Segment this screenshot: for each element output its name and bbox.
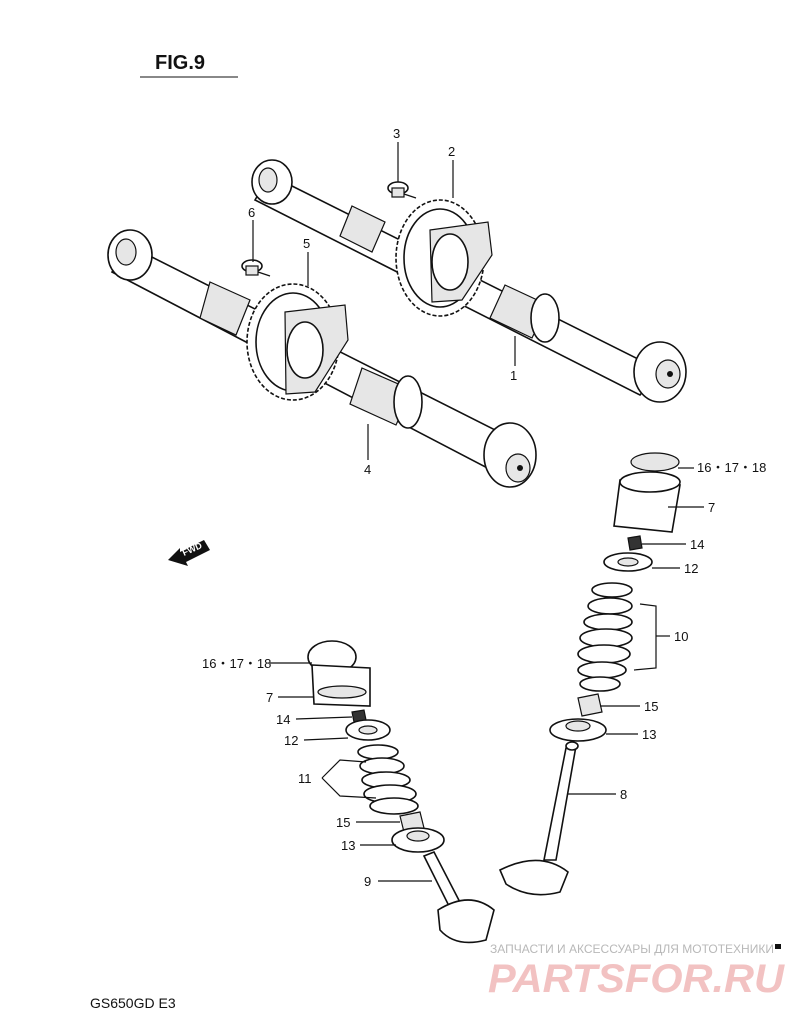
callout-5: 5 bbox=[303, 236, 310, 251]
valve-head-right bbox=[498, 859, 569, 896]
fwd-arrow: FWD bbox=[168, 540, 210, 566]
seal-right bbox=[577, 693, 603, 717]
valve-assembly-left bbox=[307, 640, 495, 944]
model-code: GS650GD E3 bbox=[90, 995, 176, 1011]
callout-9: 9 bbox=[364, 874, 371, 889]
callout-14-right: 14 bbox=[690, 537, 704, 552]
spring-right bbox=[577, 582, 633, 692]
callout-13-right: 13 bbox=[642, 727, 656, 742]
callout-14-left: 14 bbox=[276, 712, 290, 727]
callout-7-left: 7 bbox=[266, 690, 273, 705]
callout-13-left: 13 bbox=[341, 838, 355, 853]
callout-1: 1 bbox=[510, 368, 517, 383]
callout-15-left: 15 bbox=[336, 815, 350, 830]
valve-assembly-right bbox=[498, 452, 681, 896]
callout-11: 11 bbox=[298, 771, 312, 786]
callout-2: 2 bbox=[448, 144, 455, 159]
sprocket-bolt-upper[interactable] bbox=[387, 181, 417, 199]
callout-12-right: 12 bbox=[684, 561, 698, 576]
callout-16-17-18-right: 16・17・18 bbox=[697, 460, 766, 475]
cam-sprocket-upper bbox=[395, 199, 493, 317]
callout-4: 4 bbox=[364, 462, 371, 477]
callout-8: 8 bbox=[620, 787, 627, 802]
camshaft-lower[interactable] bbox=[107, 229, 537, 488]
callout-10: 10 bbox=[674, 629, 688, 644]
callout-12-left: 12 bbox=[284, 733, 298, 748]
shim-right bbox=[630, 452, 680, 472]
valve-head-left bbox=[437, 899, 495, 944]
callout-7-right: 7 bbox=[708, 500, 715, 515]
valve-stem-right bbox=[543, 744, 577, 861]
figure-title: FIG.9 bbox=[155, 52, 205, 74]
spring-left bbox=[357, 744, 419, 815]
watermark-brand: PARTSFOR.RU bbox=[488, 957, 785, 1001]
cam-sprocket-lower bbox=[246, 283, 349, 401]
watermark-caption: ЗАПЧАСТИ И АКСЕССУАРЫ ДЛЯ МОТОТЕХНИКИ bbox=[490, 942, 774, 956]
callout-3: 3 bbox=[393, 126, 400, 141]
callout-15-right: 15 bbox=[644, 699, 658, 714]
camshaft-upper[interactable] bbox=[251, 159, 687, 403]
cotter-right bbox=[627, 535, 643, 551]
callout-16-17-18-left: 16・17・18 bbox=[202, 656, 271, 671]
leader-lines bbox=[252, 142, 704, 882]
watermark-mark bbox=[775, 944, 781, 949]
sprocket-bolt-lower[interactable] bbox=[241, 259, 271, 277]
callout-6: 6 bbox=[248, 205, 255, 220]
